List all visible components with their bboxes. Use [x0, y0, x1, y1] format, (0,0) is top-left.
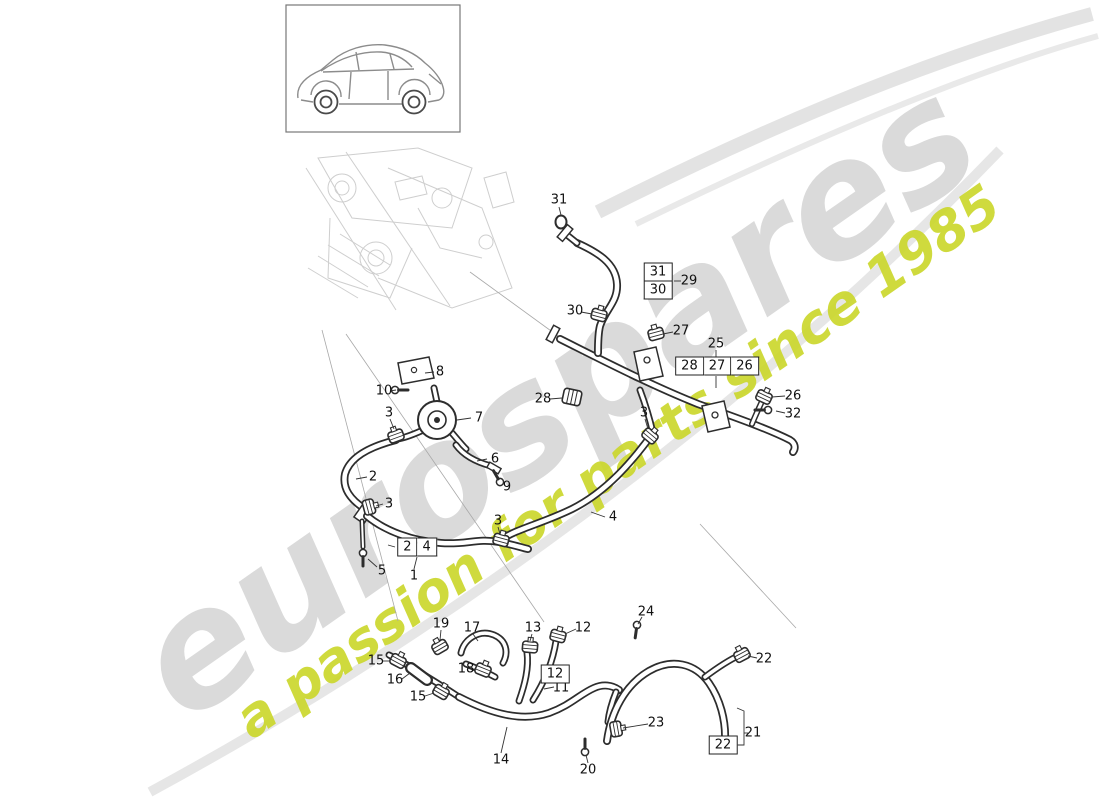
pipe-bracket-a: [633, 346, 664, 382]
callout-8[interactable]: 8: [435, 364, 445, 380]
callout-12[interactable]: 12: [540, 664, 570, 684]
callout-15[interactable]: 15: [409, 689, 427, 705]
vehicle-thumbnail-box: [285, 4, 461, 133]
callout-5[interactable]: 5: [377, 563, 387, 579]
callout-24[interactable]: 24: [637, 604, 655, 620]
callout-12[interactable]: 12: [574, 620, 592, 636]
callout-23[interactable]: 23: [647, 715, 665, 731]
callout-32[interactable]: 32: [784, 406, 802, 422]
callout-25[interactable]: 25: [707, 336, 725, 352]
callout-6[interactable]: 6: [490, 451, 500, 467]
hose-1: [352, 501, 532, 553]
engine-reference-inset: [305, 147, 515, 311]
swoosh-curve-top: [594, 7, 1094, 219]
callout-16[interactable]: 16: [386, 672, 404, 688]
callout-26[interactable]: 26: [731, 356, 759, 376]
callout-22[interactable]: 22: [755, 651, 773, 667]
callout-30[interactable]: 30: [643, 281, 673, 300]
callout-3[interactable]: 3: [384, 496, 394, 512]
callout-3[interactable]: 3: [384, 405, 394, 421]
callout-1[interactable]: 1: [409, 568, 419, 584]
callout-30[interactable]: 30: [566, 303, 584, 319]
callout-15[interactable]: 15: [367, 653, 385, 669]
callout-2[interactable]: 2: [368, 469, 378, 485]
construction-lines: [321, 271, 797, 629]
hose-2: [340, 436, 400, 513]
o-ring-31: [554, 214, 568, 230]
swoosh-curve-top-thin: [634, 33, 1099, 227]
hose-4: [496, 429, 657, 544]
callout-28[interactable]: 28: [534, 391, 552, 407]
callout-22[interactable]: 22: [708, 735, 738, 755]
callout-20[interactable]: 20: [579, 762, 597, 778]
pump-7: [393, 384, 470, 453]
coolant-pipe-assembly-25: [545, 324, 799, 456]
callout-11[interactable]: 11: [552, 680, 570, 696]
callout-18[interactable]: 18: [457, 661, 475, 677]
wheels: [313, 89, 427, 115]
callout-17[interactable]: 17: [463, 620, 481, 636]
callout-4[interactable]: 4: [417, 537, 437, 557]
swoosh-curve-diagonal: [147, 146, 1004, 797]
callout-7[interactable]: 7: [474, 410, 484, 426]
leader-lines: [355, 206, 786, 764]
callout-3[interactable]: 3: [493, 513, 503, 529]
callout-group-22[interactable]: 22: [708, 735, 738, 755]
callout-21[interactable]: 21: [744, 725, 762, 741]
callout-26[interactable]: 26: [784, 388, 802, 404]
callout-2[interactable]: 2: [397, 537, 418, 557]
callout-28[interactable]: 28: [675, 356, 704, 376]
callout-10[interactable]: 10: [375, 383, 393, 399]
callout-9[interactable]: 9: [502, 479, 512, 495]
bracket-8: [397, 356, 435, 385]
callout-31[interactable]: 31: [643, 262, 673, 282]
callout-13[interactable]: 13: [524, 620, 542, 636]
callout-27[interactable]: 27: [703, 356, 732, 376]
hose-29: [554, 214, 621, 357]
vehicle-silhouette-icon: [297, 43, 445, 115]
grommet-28: [561, 387, 583, 407]
callout-29[interactable]: 29: [680, 273, 698, 289]
callout-31[interactable]: 31: [550, 192, 568, 208]
callout-group-12[interactable]: 12: [540, 664, 570, 684]
callout-14[interactable]: 14: [492, 752, 510, 768]
callout-19[interactable]: 19: [432, 616, 450, 632]
callout-27[interactable]: 27: [672, 323, 690, 339]
callout-4[interactable]: 4: [608, 509, 618, 525]
callout-3[interactable]: 3: [639, 405, 649, 421]
